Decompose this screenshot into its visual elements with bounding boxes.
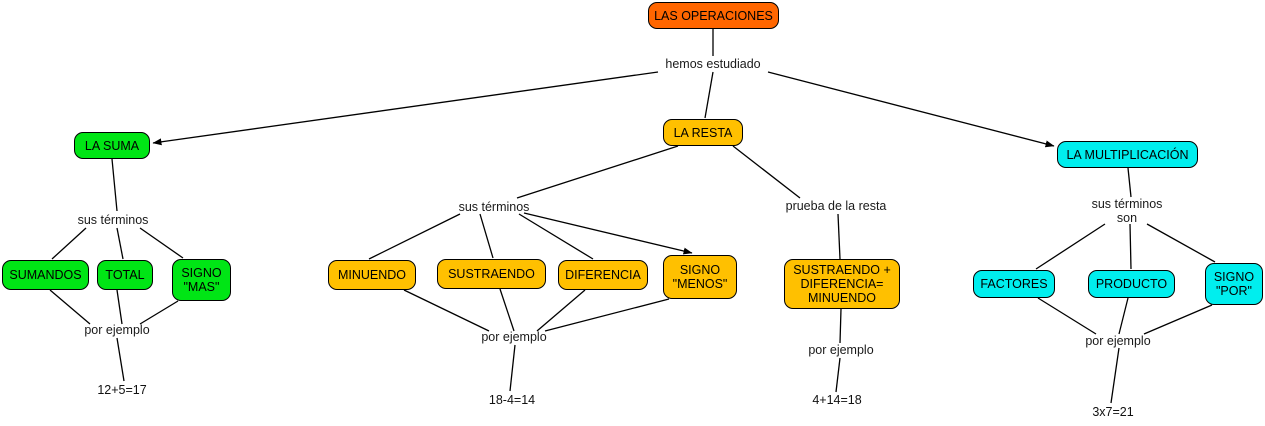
edge-mterminos-factores <box>1035 223 1106 270</box>
link-label-prueba-por-ejemplo: por ejemplo <box>808 343 874 357</box>
node-producto[interactable]: PRODUCTO <box>1088 270 1175 298</box>
edges <box>49 29 1216 404</box>
node-sumandos[interactable]: SUMANDOS <box>2 260 89 290</box>
edge-formula-ejemplo <box>839 308 842 344</box>
edge-producto-ejemplo <box>1118 297 1129 335</box>
node-diferencia[interactable]: DIFERENCIA <box>558 260 648 290</box>
node-minuendo[interactable]: MINUENDO <box>328 260 416 290</box>
edge-terminos-sumandos <box>51 227 87 260</box>
edge-hemos-suma <box>152 71 659 146</box>
edge-rterminos-minuendo <box>368 213 461 260</box>
example-prueba: 4+14=18 <box>812 393 862 407</box>
edge-suma-terminos <box>111 158 118 212</box>
link-label-suma-sus-terminos: sus términos <box>77 213 149 227</box>
link-label-resta-sus-terminos: sus términos <box>458 200 530 214</box>
edge-signo-por-ejemplo-edge <box>1143 304 1213 335</box>
edge-signo-mas-ejemplo <box>139 300 179 325</box>
link-label-mult-sus-terminos: sus términos son <box>1091 197 1163 225</box>
edge-sumandos-ejemplo <box>49 289 91 325</box>
edge-terminos-total <box>116 227 124 260</box>
edge-resta-prueba <box>732 145 801 199</box>
link-label-suma-por-ejemplo: por ejemplo <box>84 323 150 337</box>
link-label-mult-por-ejemplo: por ejemplo <box>1085 334 1151 348</box>
example-mult: 3x7=21 <box>1092 405 1134 419</box>
link-label-prueba-de-la-resta: prueba de la resta <box>785 199 887 213</box>
node-factores[interactable]: FACTORES <box>973 270 1055 298</box>
edge-sustraendo-ejemplo <box>499 288 515 332</box>
node-multiplicacion[interactable]: LA MULTIPLICACIÓN <box>1057 141 1198 168</box>
edge-rterminos-diferencia <box>518 213 594 260</box>
edge-factores-ejemplo <box>1037 297 1097 335</box>
edge-mterminos-producto <box>1129 223 1132 270</box>
node-total[interactable]: TOTAL <box>97 260 153 290</box>
node-signo-por[interactable]: SIGNO "POR" <box>1205 263 1263 305</box>
edge-rterminos-signo-menos <box>523 212 693 255</box>
example-suma: 12+5=17 <box>97 383 147 397</box>
edge-total-ejemplo <box>116 289 123 325</box>
edge-rterminos-sustraendo <box>479 213 494 259</box>
edge-diferencia-ejemplo <box>536 289 586 332</box>
edge-mult-terminos <box>1127 167 1132 198</box>
edge-ejemplo-suma-result <box>116 337 125 382</box>
edge-mterminos-signo-por <box>1146 223 1216 263</box>
node-resta[interactable]: LA RESTA <box>663 119 743 146</box>
node-suma[interactable]: LA SUMA <box>74 132 150 159</box>
edge-signo-menos-ejemplo <box>544 298 670 332</box>
edge-hemos-multiplicacion <box>767 71 1055 148</box>
edge-prueba-formula-edge <box>837 213 841 260</box>
node-prueba-formula[interactable]: SUSTRAENDO + DIFERENCIA= MINUENDO <box>784 259 900 309</box>
edge-hemos-resta <box>704 71 714 119</box>
node-signo-menos[interactable]: SIGNO "MENOS" <box>663 255 737 299</box>
link-label-resta-por-ejemplo: por ejemplo <box>481 330 547 344</box>
example-resta: 18-4=14 <box>488 393 536 407</box>
edge-ejemplo-prueba-result <box>835 357 841 393</box>
edge-resta-terminos <box>516 145 679 199</box>
edge-terminos-signo-mas <box>139 227 184 259</box>
link-label-hemos-estudiado: hemos estudiado <box>665 57 761 71</box>
node-signo-mas[interactable]: SIGNO "MAS" <box>172 259 231 301</box>
edge-ejemplo-resta-result <box>509 344 516 392</box>
node-sustraendo[interactable]: SUSTRAENDO <box>437 259 546 289</box>
edge-ejemplo-mult-result <box>1110 347 1120 404</box>
node-operaciones[interactable]: LAS OPERACIONES <box>648 2 779 29</box>
edge-minuendo-ejemplo <box>403 289 490 332</box>
